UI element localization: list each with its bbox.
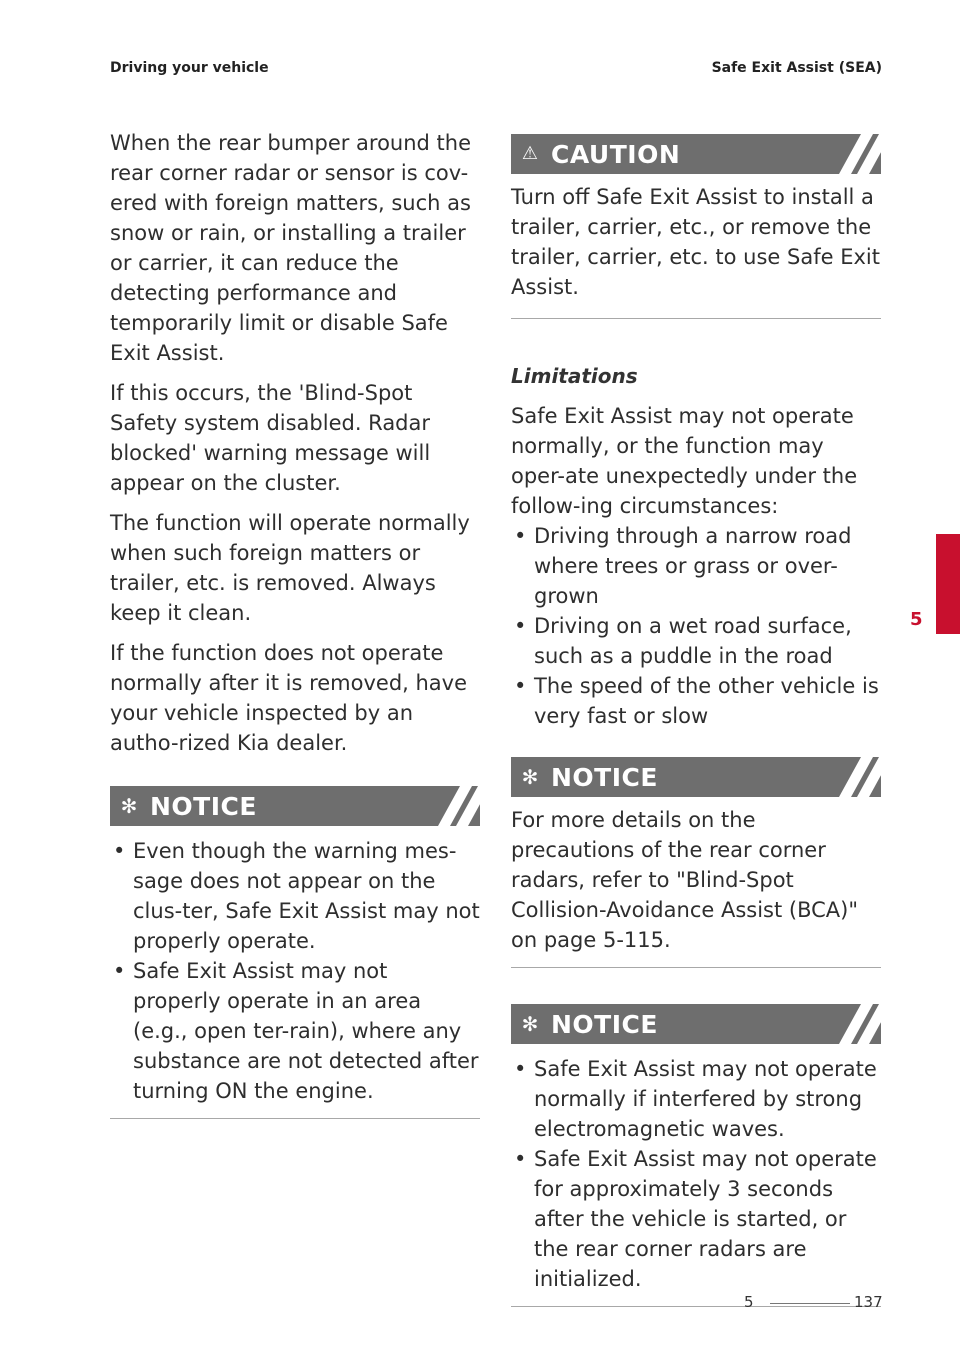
- diagonal-stripes-icon: [438, 786, 480, 826]
- paragraph: The function will operate normally when …: [110, 511, 470, 625]
- section-divider: [511, 1306, 881, 1307]
- caution-banner: ⚠ CAUTION: [511, 134, 881, 174]
- paragraph: When the rear bumper around the rear cor…: [110, 131, 472, 365]
- diagonal-stripes-icon: [839, 134, 881, 174]
- notice-banner: ✻ NOTICE: [511, 757, 881, 797]
- header-section-title: Driving your vehicle: [110, 60, 269, 76]
- list-item-text: Safe Exit Assist may not operate for app…: [534, 1147, 877, 1291]
- header-topic-title: Safe Exit Assist (SEA): [711, 60, 882, 76]
- list-item: •The speed of the other vehicle is very …: [514, 674, 879, 728]
- caution-text: Turn off Safe Exit Assist to install a t…: [511, 185, 880, 299]
- notice-list: •Safe Exit Assist may not operate normal…: [511, 1054, 881, 1294]
- paragraph: If this occurs, the 'Blind-Spot Safety s…: [110, 381, 431, 495]
- list-item: •Even though the warning mes-sage does n…: [113, 839, 480, 953]
- section-divider: [511, 318, 881, 319]
- list-item-text: Safe Exit Assist may not properly operat…: [133, 959, 479, 1103]
- diagonal-stripes-icon: [839, 757, 881, 797]
- list-item-text: Safe Exit Assist may not operate normall…: [534, 1057, 877, 1141]
- footer-chapter-number: 5: [744, 1293, 754, 1311]
- notice-list: •Even though the warning mes-sage does n…: [110, 836, 480, 1106]
- list-item-text: Driving on a wet road surface, such as a…: [534, 614, 852, 668]
- list-item-text: The speed of the other vehicle is very f…: [534, 674, 879, 728]
- list-item: •Safe Exit Assist may not properly opera…: [113, 959, 479, 1103]
- limitations-list: •Driving through a narrow road where tre…: [511, 521, 881, 731]
- asterisk-icon: ✻: [521, 1012, 539, 1036]
- notice-text: For more details on the precautions of t…: [511, 808, 859, 952]
- warning-triangle-icon: ⚠: [521, 143, 539, 164]
- diagonal-stripes-icon: [839, 1004, 881, 1044]
- notice-banner: ✻ NOTICE: [511, 1004, 881, 1044]
- notice-title: NOTICE: [551, 1009, 658, 1039]
- asterisk-icon: ✻: [120, 794, 138, 818]
- notice-title: NOTICE: [150, 791, 257, 821]
- chapter-tab: [936, 534, 960, 634]
- right-column: ⚠ CAUTION Turn off Safe Exit Assist to i…: [511, 134, 881, 1307]
- list-item: •Driving on a wet road surface, such as …: [514, 614, 852, 668]
- list-item: •Safe Exit Assist may not operate for ap…: [514, 1147, 877, 1291]
- page-number: 137: [854, 1293, 883, 1311]
- list-item-text: Even though the warning mes-sage does no…: [133, 839, 480, 953]
- limitations-heading: Limitations: [511, 364, 638, 388]
- section-divider: [511, 967, 881, 968]
- asterisk-icon: ✻: [521, 765, 539, 789]
- notice-banner: ✻ NOTICE: [110, 786, 480, 826]
- notice-title: NOTICE: [551, 762, 658, 792]
- paragraph: If the function does not operate normall…: [110, 641, 468, 755]
- footer-divider: [770, 1303, 850, 1304]
- section-divider: [110, 1118, 480, 1119]
- limitations-intro: Safe Exit Assist may not operate normall…: [511, 404, 858, 518]
- page-footer: 5 137: [740, 1293, 883, 1313]
- caution-title: CAUTION: [551, 139, 681, 169]
- chapter-tab-number: 5: [910, 609, 923, 630]
- list-item-text: Driving through a narrow road where tree…: [534, 524, 852, 608]
- list-item: •Driving through a narrow road where tre…: [514, 524, 852, 608]
- left-column: When the rear bumper around the rear cor…: [110, 128, 480, 1119]
- list-item: •Safe Exit Assist may not operate normal…: [514, 1057, 877, 1141]
